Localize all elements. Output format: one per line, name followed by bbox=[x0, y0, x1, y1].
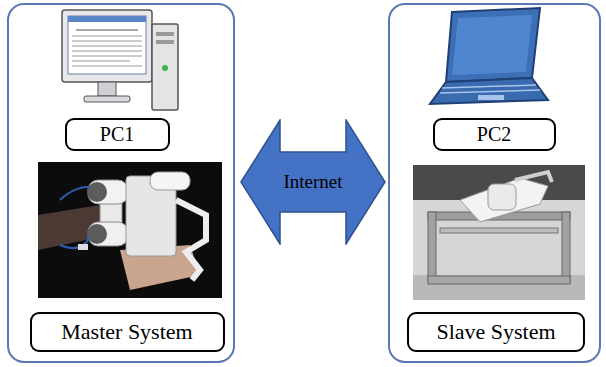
illustration-part bbox=[88, 222, 128, 246]
master-system-photo bbox=[38, 162, 222, 298]
double-arrow: Internet bbox=[240, 119, 386, 245]
illustration-part bbox=[72, 61, 130, 62]
illustration-part bbox=[440, 90, 540, 93]
illustration-part bbox=[413, 275, 585, 300]
illustration-part bbox=[562, 212, 570, 282]
illustration-part bbox=[78, 244, 88, 250]
illustration-part bbox=[176, 200, 206, 280]
illustration-part bbox=[62, 10, 152, 82]
illustration-part bbox=[72, 51, 142, 52]
illustration-part bbox=[452, 15, 532, 75]
arrow-label: Internet bbox=[283, 172, 342, 193]
illustration-part bbox=[76, 29, 138, 31]
box-label: PC1 bbox=[100, 123, 134, 145]
illustration-part bbox=[72, 46, 142, 47]
illustration-part bbox=[515, 172, 552, 182]
illustration-part bbox=[38, 205, 110, 250]
box-label: PC2 bbox=[477, 123, 511, 145]
illustration-part bbox=[413, 165, 585, 300]
illustration-part bbox=[428, 276, 570, 284]
illustration-part bbox=[60, 187, 90, 200]
illustration-part bbox=[72, 66, 142, 67]
illustration-part bbox=[84, 96, 130, 102]
illustration-part bbox=[87, 224, 107, 244]
box-label: Master System bbox=[61, 320, 192, 344]
illustration-part bbox=[478, 95, 504, 100]
illustration-part bbox=[72, 56, 142, 57]
box-label: Slave System bbox=[436, 320, 555, 344]
illustration-part bbox=[87, 182, 107, 202]
slave-system-photo bbox=[413, 165, 585, 300]
illustration-part bbox=[72, 36, 142, 37]
panel-outline bbox=[389, 4, 600, 362]
illustration-part bbox=[152, 24, 178, 110]
illustration-part bbox=[440, 228, 558, 233]
pc-label-box: PC2 bbox=[433, 118, 556, 151]
illustration-part bbox=[98, 82, 116, 96]
illustration-part bbox=[150, 172, 190, 190]
illustration-part bbox=[446, 8, 540, 82]
illustration-part bbox=[442, 85, 536, 88]
illustration-part bbox=[68, 16, 146, 74]
illustration-part bbox=[156, 40, 174, 44]
illustration-part bbox=[460, 178, 548, 222]
illustration-part bbox=[72, 41, 142, 42]
illustration-part bbox=[156, 32, 174, 36]
panel-outline bbox=[8, 4, 234, 362]
desktop-icon bbox=[62, 10, 178, 110]
illustration-part bbox=[88, 180, 128, 204]
illustration-part bbox=[68, 16, 146, 22]
illustration-part bbox=[488, 184, 516, 210]
illustration-part bbox=[430, 78, 548, 104]
laptop-icon bbox=[430, 8, 548, 104]
system-label-box: Slave System bbox=[407, 312, 585, 352]
illustration-part bbox=[162, 65, 168, 71]
illustration-part bbox=[428, 212, 436, 282]
arrow-outline bbox=[241, 120, 385, 244]
illustration-part bbox=[38, 162, 222, 298]
system-label-box: Master System bbox=[30, 312, 225, 352]
pc-label-box: PC1 bbox=[65, 118, 170, 151]
